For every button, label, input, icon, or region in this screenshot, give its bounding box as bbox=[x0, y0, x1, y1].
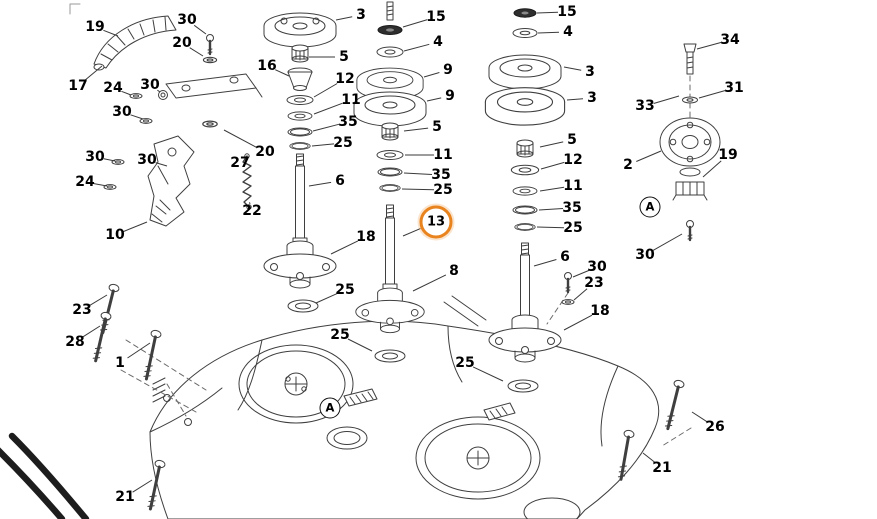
part-label-6[interactable]: 6 bbox=[335, 173, 345, 189]
part-label-16[interactable]: 16 bbox=[257, 58, 277, 74]
part-label-13[interactable]: 13 bbox=[419, 205, 453, 239]
part-label-6[interactable]: 6 bbox=[560, 249, 570, 265]
part-label-34[interactable]: 34 bbox=[720, 32, 740, 48]
part-label-25[interactable]: 25 bbox=[455, 355, 475, 371]
part-label-4[interactable]: 4 bbox=[433, 34, 443, 50]
part-label-19[interactable]: 19 bbox=[718, 147, 738, 163]
part-label-26[interactable]: 26 bbox=[705, 419, 725, 435]
part-label-28[interactable]: 28 bbox=[65, 334, 85, 350]
part-label-31[interactable]: 31 bbox=[724, 80, 744, 96]
part-label-19[interactable]: 19 bbox=[85, 19, 105, 35]
part-label-11[interactable]: 11 bbox=[563, 178, 583, 194]
part-label-3[interactable]: 3 bbox=[585, 64, 595, 80]
part-label-35[interactable]: 35 bbox=[431, 167, 451, 183]
part-label-11[interactable]: 11 bbox=[433, 147, 453, 163]
part-label-25[interactable]: 25 bbox=[563, 220, 583, 236]
part-label-15[interactable]: 15 bbox=[557, 4, 577, 20]
part-label-9[interactable]: 9 bbox=[445, 88, 455, 104]
part-label-3[interactable]: 3 bbox=[587, 90, 597, 106]
part-label-30[interactable]: 30 bbox=[112, 104, 132, 120]
part-label-25[interactable]: 25 bbox=[335, 282, 355, 298]
part-label-20[interactable]: 20 bbox=[255, 144, 275, 160]
spindle-stack-center-art bbox=[353, 1, 427, 363]
part-label-3[interactable]: 3 bbox=[356, 7, 366, 23]
part-label-24[interactable]: 24 bbox=[103, 80, 123, 96]
part-label-5[interactable]: 5 bbox=[567, 132, 577, 148]
part-label-27[interactable]: 27 bbox=[230, 155, 250, 171]
part-label-25[interactable]: 25 bbox=[333, 135, 353, 151]
part-label-5[interactable]: 5 bbox=[339, 49, 349, 65]
part-label-4[interactable]: 4 bbox=[563, 24, 573, 40]
part-label-15[interactable]: 15 bbox=[426, 9, 446, 25]
spindle-stack-left-art bbox=[263, 12, 337, 313]
part-label-30[interactable]: 30 bbox=[137, 152, 157, 168]
mower-deck-art bbox=[149, 295, 660, 519]
belt-art bbox=[0, 432, 90, 519]
view-marker-A[interactable]: A bbox=[319, 397, 341, 419]
part-label-23[interactable]: 23 bbox=[584, 275, 604, 291]
page-corner-mark bbox=[69, 3, 81, 15]
lift-bracket-art bbox=[147, 135, 195, 227]
part-label-30[interactable]: 30 bbox=[587, 259, 607, 275]
part-label-22[interactable]: 22 bbox=[242, 203, 262, 219]
part-label-21[interactable]: 21 bbox=[652, 460, 672, 476]
part-label-35[interactable]: 35 bbox=[562, 200, 582, 216]
assembly-dashed-lines bbox=[120, 75, 692, 447]
part-label-30[interactable]: 30 bbox=[85, 149, 105, 165]
part-label-23[interactable]: 23 bbox=[72, 302, 92, 318]
part-label-30[interactable]: 30 bbox=[177, 12, 197, 28]
part-label-9[interactable]: 9 bbox=[443, 62, 453, 78]
part-label-12[interactable]: 12 bbox=[335, 71, 355, 87]
part-label-35[interactable]: 35 bbox=[338, 114, 358, 130]
part-label-18[interactable]: 18 bbox=[356, 229, 376, 245]
idler-pulley-assembly-art bbox=[659, 43, 721, 242]
part-label-25[interactable]: 25 bbox=[433, 182, 453, 198]
part-label-18[interactable]: 18 bbox=[590, 303, 610, 319]
part-label-2[interactable]: 2 bbox=[623, 157, 633, 173]
mount-bracket-art bbox=[165, 73, 263, 99]
part-label-8[interactable]: 8 bbox=[449, 263, 459, 279]
spring-art bbox=[242, 153, 252, 210]
part-label-24[interactable]: 24 bbox=[75, 174, 95, 190]
part-label-30[interactable]: 30 bbox=[140, 77, 160, 93]
view-marker-A[interactable]: A bbox=[639, 196, 661, 218]
part-label-25[interactable]: 25 bbox=[330, 327, 350, 343]
part-label-17[interactable]: 17 bbox=[68, 78, 88, 94]
part-label-11[interactable]: 11 bbox=[341, 92, 361, 108]
part-label-21[interactable]: 21 bbox=[115, 489, 135, 505]
part-label-33[interactable]: 33 bbox=[635, 98, 655, 114]
part-label-1[interactable]: 1 bbox=[115, 355, 125, 371]
part-label-10[interactable]: 10 bbox=[105, 227, 125, 243]
part-label-20[interactable]: 20 bbox=[172, 35, 192, 51]
part-label-12[interactable]: 12 bbox=[563, 152, 583, 168]
part-label-5[interactable]: 5 bbox=[432, 119, 442, 135]
part-label-30[interactable]: 30 bbox=[635, 247, 655, 263]
spindle-stack-right-art bbox=[484, 8, 575, 393]
